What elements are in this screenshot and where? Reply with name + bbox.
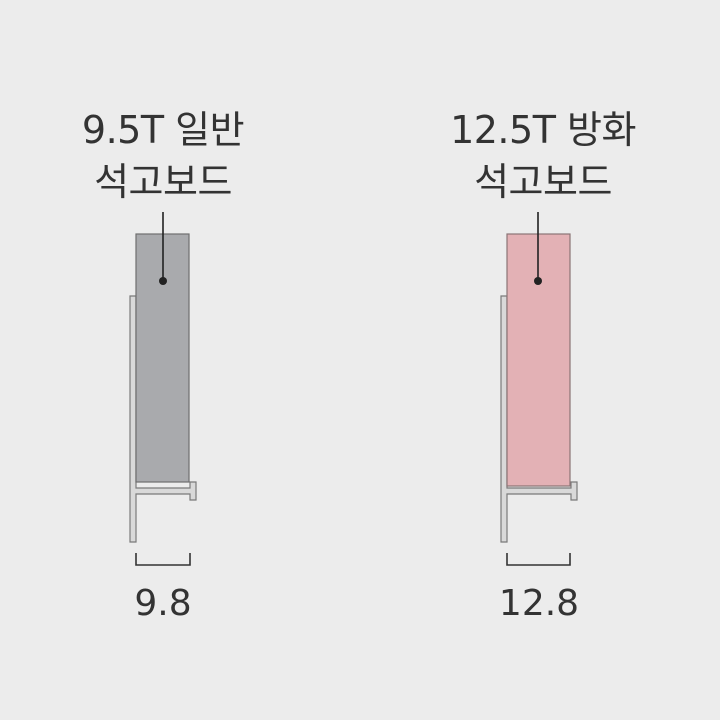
left-board-title: 9.5T 일반 bbox=[81, 108, 245, 152]
right-board-subtitle: 석고보드 bbox=[474, 160, 612, 204]
left-board-subtitle: 석고보드 bbox=[94, 160, 232, 204]
left-leader-dot bbox=[159, 277, 167, 285]
right-aluminum-profile bbox=[500, 295, 578, 543]
right-board-title: 12.5T 방화 bbox=[450, 108, 636, 152]
left-profile-assembly bbox=[129, 212, 197, 566]
right-board-label: 12.5T 방화 석고보드 bbox=[423, 104, 663, 208]
left-aluminum-profile bbox=[129, 295, 197, 543]
right-dimension-value: 12.8 bbox=[498, 583, 580, 624]
right-dimension-bracket bbox=[506, 553, 571, 566]
left-dimension-bracket bbox=[135, 553, 191, 566]
left-dimension-value: 9.8 bbox=[134, 583, 192, 624]
left-board-label: 9.5T 일반 석고보드 bbox=[43, 104, 283, 208]
right-profile-assembly bbox=[500, 212, 578, 566]
right-leader-dot bbox=[534, 277, 542, 285]
